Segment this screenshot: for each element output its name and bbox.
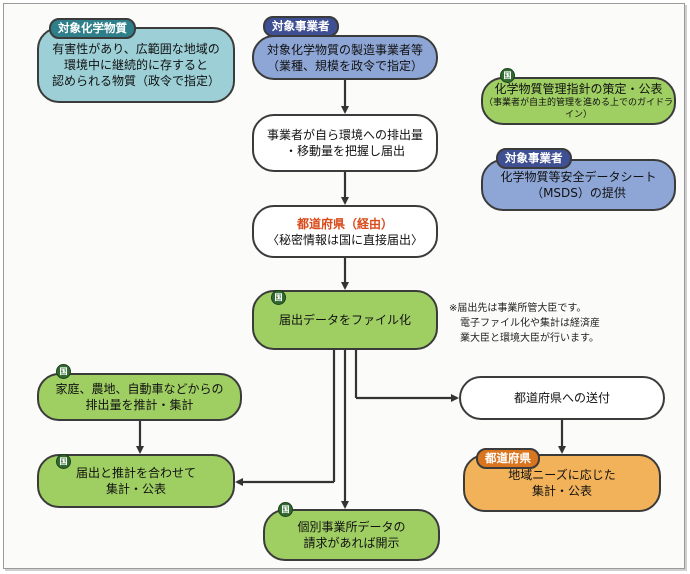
guideline-box: 化学物質管理指針の策定・公表 （事業者が自主的管理を進める上でのガイドライン） [481,77,676,125]
prefecture-via-note: 〈秘密情報は国に直接届出〉 [266,232,423,247]
file-data-label: 届出データをファイル化 [278,313,411,327]
disclose-line2: 請求があれば開示 [303,536,400,550]
household-line1: 家庭、農地、自動車などからの [55,382,224,396]
send-label: 都道府県への送付 [513,391,610,405]
send-to-prefecture-box: 都道府県への送付 [459,376,665,420]
household-line2: 排出量を推計・集計 [85,398,194,412]
local-tag: 都道府県 [476,448,540,469]
target-business-box: 対象化学物質の製造事業者等 （業種、規模を政令で指定） [252,35,438,80]
local-line1: 地域ニーズに応じた [508,468,616,482]
file-data-national-badge: 国 [271,290,286,305]
chemicals-line3: 認められる物質（政令で指定） [51,74,220,88]
chemicals-line1: 有害性があり、広範囲な地域の [52,42,220,56]
business-tag: 対象事業者 [263,16,339,37]
msds-line2: （MSDS）の提供 [531,186,626,200]
report-line1: 事業者が自ら環境への排出量 [266,128,423,142]
disclosure-national-badge: 国 [278,502,293,517]
target-chemicals-box: 有害性があり、広範囲な地域の 環境中に継続的に存すると 認められる物質（政令で指… [37,27,235,103]
combine-line2: 集計・公表 [105,482,166,496]
business-line2: （業種、規模を政令で指定） [266,58,423,73]
msds-line1: 化学物質等安全データシート [500,170,657,184]
business-line1: 対象化学物質の製造事業者等 [266,42,423,57]
combine-national-badge: 国 [56,454,71,469]
disclosure-box: 個別事業所データの 請求があれば開示 [263,509,440,561]
filing-note: ※届出先は事業所管大臣です。 電子ファイル化や集計は経済産 業大臣と環境大臣が行… [449,301,600,346]
msds-tag: 対象事業者 [496,148,572,169]
prefecture-via-box: 都道府県（経由） 〈秘密情報は国に直接届出〉 [252,205,438,258]
prefecture-via-title: 都道府県（経由） [296,216,393,231]
disclose-line1: 個別事業所データの [297,520,406,534]
note-line2: 電子ファイル化や集計は経済産 [460,318,600,329]
emission-report-box: 事業者が自ら環境への排出量 ・移動量を把握し届出 [252,114,438,172]
guideline-line2: （事業者が自主的管理を進める上でのガイドライン） [483,98,673,120]
chemicals-tag: 対象化学物質 [49,18,136,39]
file-data-box: 届出データをファイル化 [252,290,438,350]
report-line2: ・移動量を把握し届出 [284,144,405,158]
chemicals-line2: 環境中に継続的に存すると [63,58,208,72]
guideline-national-badge: 国 [500,68,515,83]
combine-line1: 届出と推計を合わせて [75,466,196,480]
local-line2: 集計・公表 [531,484,592,498]
note-line1: ※届出先は事業所管大臣です。 [449,303,587,314]
guideline-line1: 化学物質管理指針の策定・公表 [494,82,663,96]
household-national-badge: 国 [56,364,71,379]
household-estimate-box: 家庭、農地、自動車などからの 排出量を推計・集計 [37,373,242,421]
note-line3: 業大臣と環境大臣が行います。 [460,333,599,344]
msds-box: 化学物質等安全データシート （MSDS）の提供 [481,159,676,211]
